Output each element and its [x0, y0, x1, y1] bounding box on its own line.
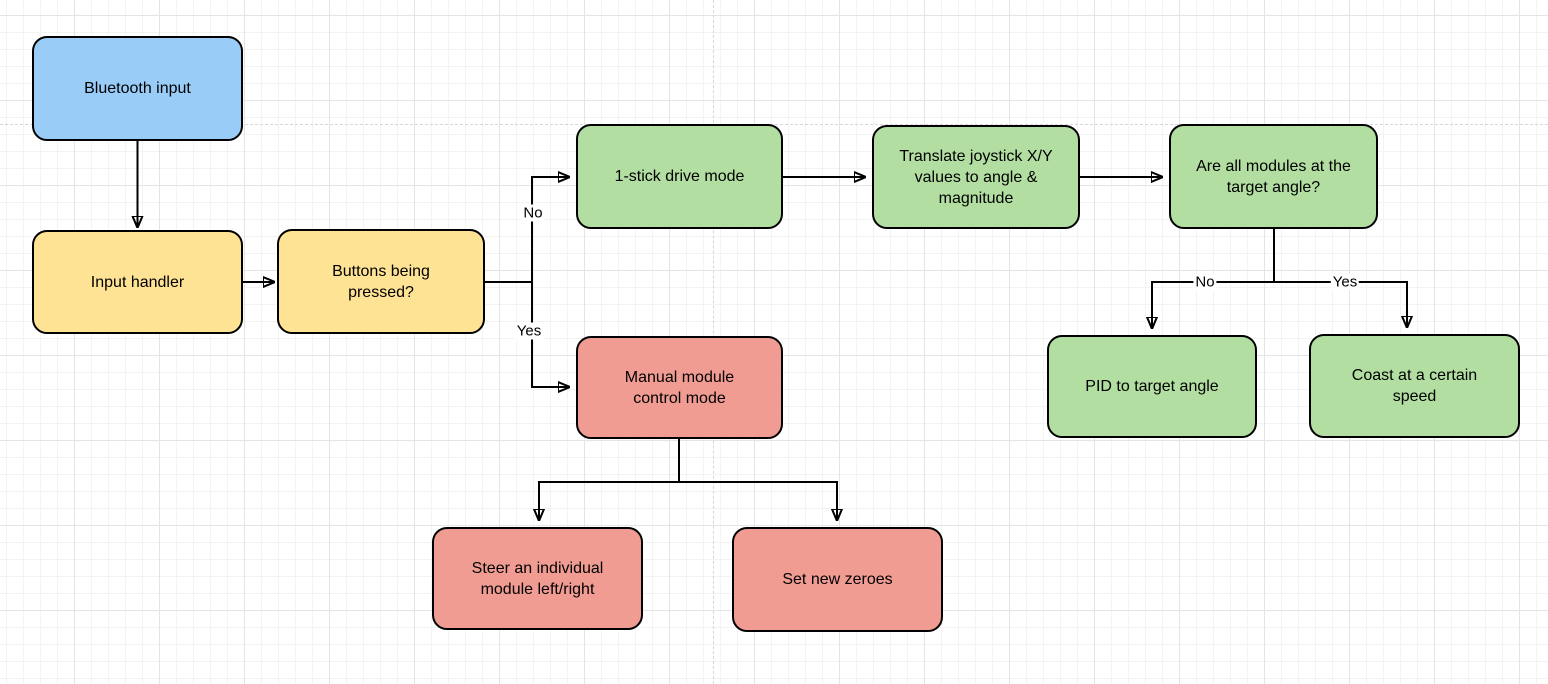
- node-label: Input handler: [90, 273, 185, 291]
- node-coast-at-speed[interactable]: Coast at a certain speed: [1309, 334, 1520, 438]
- node-label: Steer an individual module left/right: [471, 559, 604, 598]
- edge-label-yes[interactable]: Yes: [1330, 273, 1360, 291]
- node-steer-individual-module[interactable]: Steer an individual module left/right: [432, 527, 643, 630]
- edge-buttons-yes-to-manual[interactable]: [531, 282, 569, 387]
- edge-target-yes-to-coast[interactable]: [1274, 281, 1407, 327]
- node-label: Set new zeroes: [782, 571, 893, 588]
- edge-label-no[interactable]: No: [1193, 273, 1217, 291]
- node-one-stick-drive-mode[interactable]: 1-stick drive mode: [576, 124, 783, 229]
- edge-target-no-to-pid[interactable]: [1152, 281, 1274, 328]
- node-input-handler[interactable]: Input handler: [32, 230, 243, 334]
- node-bluetooth-input[interactable]: Bluetooth input: [32, 36, 243, 141]
- node-label: 1-stick drive mode: [614, 168, 745, 185]
- edge-manual-to-set-zeroes[interactable]: [679, 481, 837, 520]
- node-modules-at-target-angle[interactable]: Are all modules at the target angle?: [1169, 124, 1378, 229]
- edge-label-yes[interactable]: Yes: [514, 322, 544, 340]
- node-label: Translate joystick X/Y values to angle &…: [899, 147, 1053, 207]
- node-label: Are all modules at the target angle?: [1196, 157, 1351, 196]
- edge-label-no[interactable]: No: [521, 204, 545, 222]
- node-label: Buttons being pressed?: [332, 262, 430, 301]
- node-pid-to-target-angle[interactable]: PID to target angle: [1047, 335, 1257, 438]
- node-label: Coast at a certain speed: [1351, 367, 1478, 405]
- node-buttons-being-pressed[interactable]: Buttons being pressed?: [277, 229, 485, 334]
- edge-manual-to-steer[interactable]: [539, 481, 679, 520]
- node-label: Manual module control mode: [624, 368, 735, 407]
- node-manual-module-control[interactable]: Manual module control mode: [576, 336, 783, 439]
- edge-buttons-no-to-one-stick[interactable]: [531, 177, 569, 282]
- node-label: PID to target angle: [1085, 378, 1219, 395]
- node-label: Bluetooth input: [84, 80, 191, 97]
- node-set-new-zeroes[interactable]: Set new zeroes: [732, 527, 943, 632]
- node-translate-joystick[interactable]: Translate joystick X/Y values to angle &…: [872, 125, 1080, 229]
